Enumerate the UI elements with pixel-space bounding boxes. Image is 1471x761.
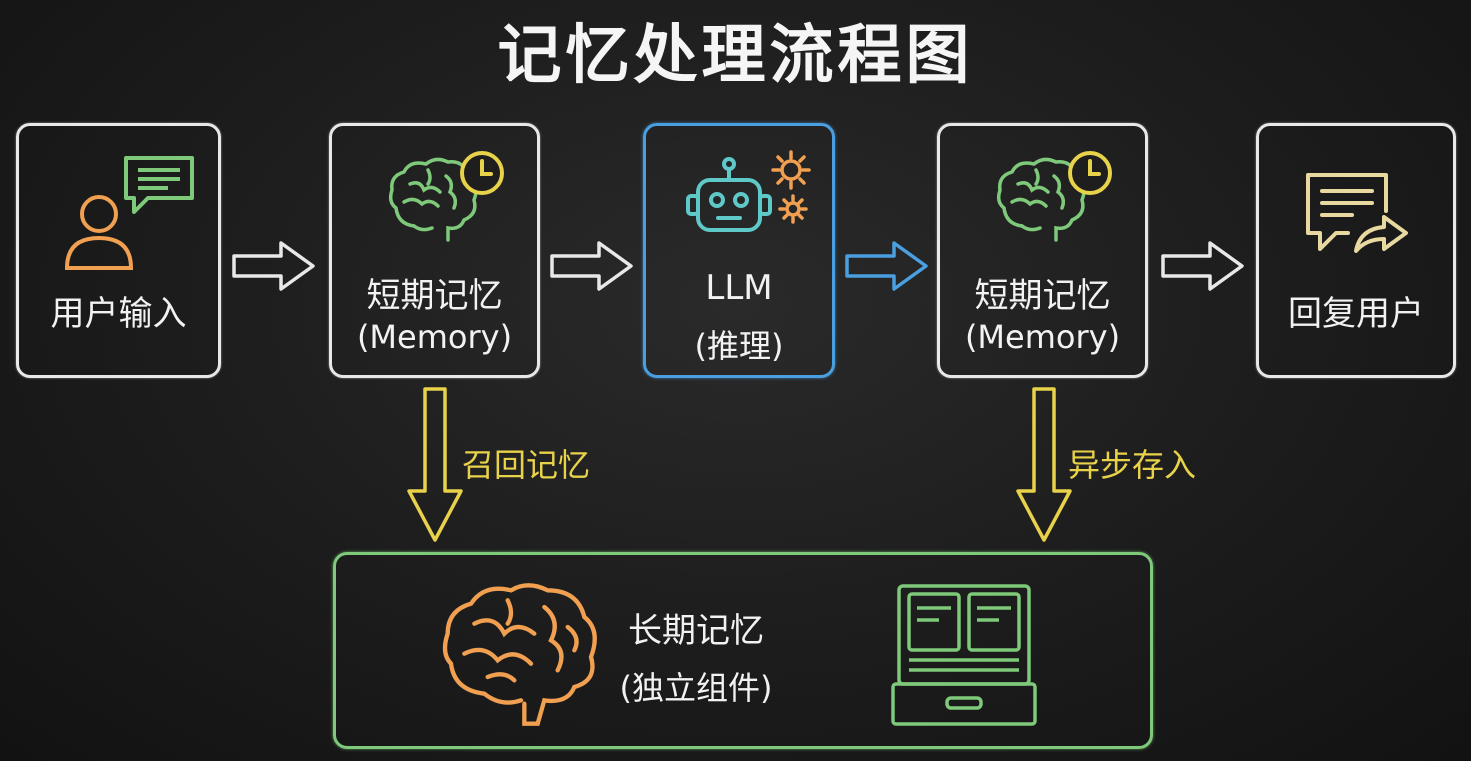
arrow-input-to-stm (231, 239, 316, 293)
reply-message-icon (1304, 171, 1414, 261)
node-short-term-memory-2: 短期记忆 (Memory) (937, 123, 1148, 378)
node-label: LLM (646, 268, 832, 308)
node-sublabel: (Memory) (940, 318, 1145, 356)
node-sublabel: (推理) (646, 321, 832, 367)
file-cabinet-icon (889, 580, 1039, 730)
node-label: 长期记忆 (556, 603, 836, 652)
node-sublabel: (Memory) (332, 318, 537, 356)
node-llm: LLM (推理) (643, 123, 835, 378)
arrow-async-store (1014, 386, 1074, 544)
edge-label-recall: 召回记忆 (462, 440, 590, 486)
node-label: 用户输入 (19, 286, 218, 335)
node-long-term-memory: 长期记忆 (独立组件) (333, 552, 1153, 749)
node-sublabel: (独立组件) (556, 663, 836, 709)
node-reply-user: 回复用户 (1256, 123, 1456, 378)
node-label: 短期记忆 (940, 268, 1145, 317)
node-label: 回复用户 (1259, 286, 1453, 335)
node-label: 短期记忆 (332, 268, 537, 317)
node-short-term-memory-1: 短期记忆 (Memory) (329, 123, 540, 378)
arrow-llm-to-stm (844, 239, 929, 293)
diagram-title: 记忆处理流程图 (0, 4, 1471, 96)
chat-bubble-icon (122, 154, 196, 220)
clock-icon (457, 148, 507, 198)
gear-icon (761, 146, 821, 226)
arrow-stm-to-reply (1160, 239, 1245, 293)
edge-label-async-store: 异步存入 (1068, 440, 1196, 486)
clock-icon (1065, 148, 1115, 198)
arrow-stm-to-llm (549, 239, 634, 293)
node-user-input: 用户输入 (16, 123, 221, 378)
arrow-recall (405, 386, 465, 544)
